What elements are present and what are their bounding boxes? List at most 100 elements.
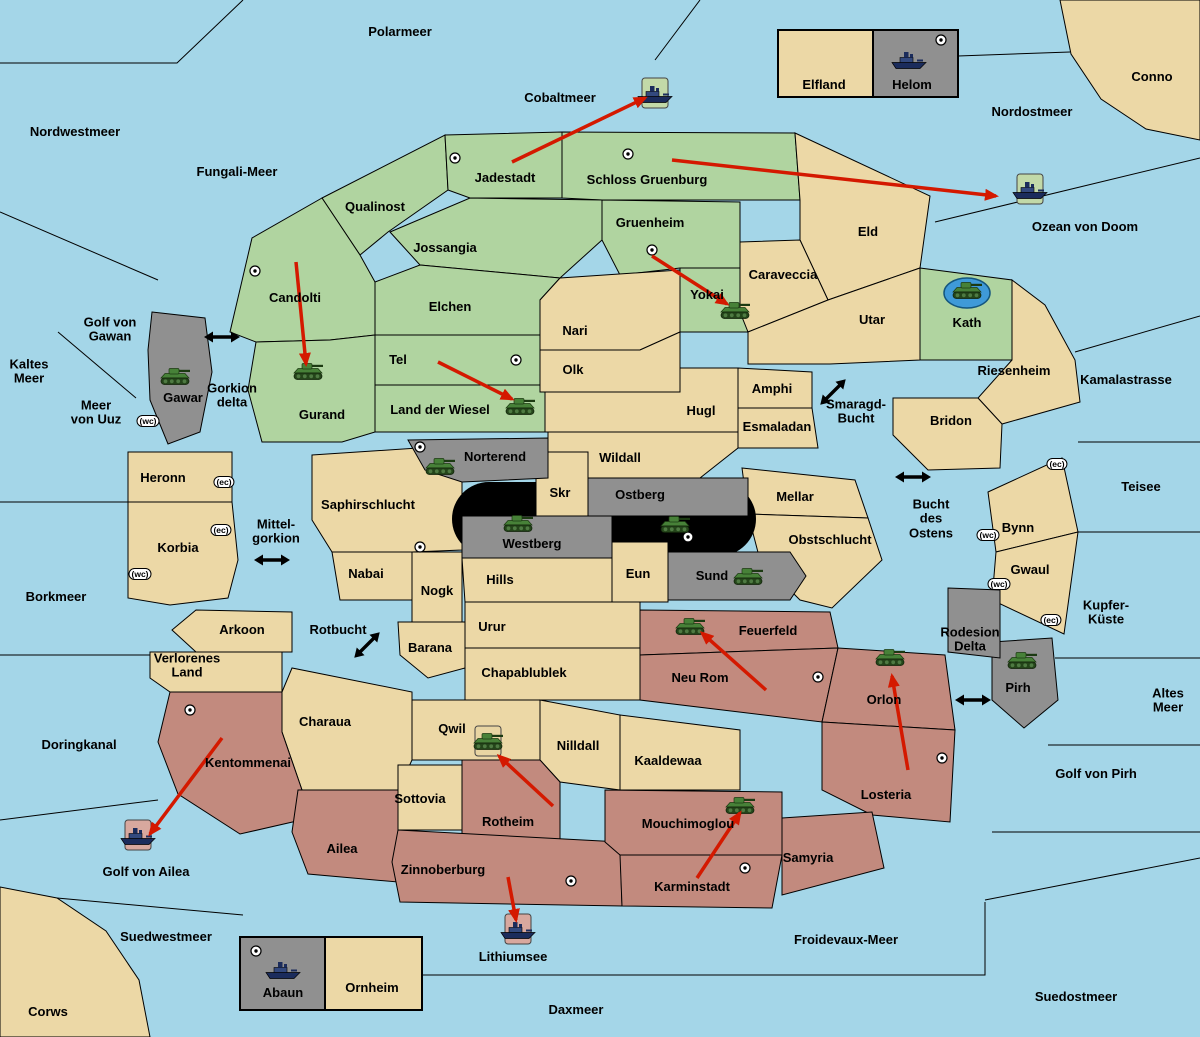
territory-amphi[interactable] (737, 367, 813, 409)
territory-jadestadt[interactable] (444, 131, 563, 199)
town-marker-abaun (250, 945, 262, 957)
territory-utar[interactable] (747, 267, 921, 365)
move-arrow-neu-rom-to-feuerfeld (699, 631, 768, 692)
territory-urur[interactable] (464, 601, 641, 649)
tank-unit-ostberg[interactable] (660, 516, 690, 533)
territory-sottovia[interactable] (397, 764, 463, 831)
sea-border-line (422, 902, 986, 976)
territory-nabai[interactable] (331, 551, 413, 601)
territory-rotheim[interactable] (461, 759, 561, 846)
move-arrow-tel-to-land-der-wiesel (437, 360, 515, 401)
town-marker-sund (682, 531, 694, 543)
territory-nilldall[interactable] (539, 699, 621, 791)
tank-unit-sund[interactable] (733, 568, 763, 585)
town-marker-helom (935, 34, 947, 46)
territory-ostberg[interactable] (587, 477, 749, 517)
ship-unit-lithiumsee[interactable] (500, 913, 536, 945)
territory-nari[interactable] (539, 269, 681, 351)
tank-unit-kath[interactable] (943, 277, 991, 309)
territory-verlorenes-land[interactable] (149, 651, 283, 693)
territory-gurand[interactable] (247, 334, 376, 443)
tank-unit-yokai[interactable] (720, 302, 750, 319)
move-arrow-karminstadt-to-mouchimoglou (695, 810, 742, 879)
territory-zinnoberburg[interactable] (391, 829, 623, 907)
territory-ailea[interactable] (291, 789, 399, 883)
town-marker-zinnoberburg (565, 875, 577, 887)
territory-hills[interactable] (461, 557, 613, 603)
tank-unit-mouchimoglou[interactable] (725, 797, 755, 814)
tank-unit-orlon[interactable] (875, 649, 905, 666)
ship-unit-golf-von-ailea[interactable] (120, 819, 156, 851)
territory-mellar[interactable] (741, 467, 869, 519)
strait-arrow-smaragd-bucht (820, 379, 846, 405)
territory-esmaladan[interactable] (737, 407, 819, 449)
territory-corws[interactable] (0, 886, 151, 1037)
town-marker-karminstadt (739, 862, 751, 874)
territory-conno[interactable] (1059, 0, 1200, 141)
ship-unit-helom[interactable] (891, 52, 927, 69)
territory-chapablublek[interactable] (464, 647, 641, 701)
territory-bridon[interactable] (892, 397, 1003, 471)
territory-heronn[interactable] (127, 451, 233, 503)
move-arrow-losteria-to-orlon (887, 673, 910, 771)
ship-unit-cobaltmeer[interactable] (637, 77, 673, 109)
tank-unit-gurand[interactable] (293, 363, 323, 380)
ship-unit-abaun[interactable] (265, 962, 301, 979)
ship-unit-ozean-von-doom[interactable] (1012, 173, 1048, 205)
town-marker-neu-rom (812, 671, 824, 683)
territory-olk[interactable] (539, 331, 681, 393)
tank-unit-gawar[interactable] (160, 368, 190, 385)
tank-unit-pirh[interactable] (1007, 652, 1037, 669)
territory-samyria[interactable] (781, 811, 885, 896)
sea-border-line (0, 211, 159, 281)
town-marker-gruenheim (646, 244, 658, 256)
town-marker-norterend (414, 441, 426, 453)
town-marker-jadestadt (449, 152, 461, 164)
town-marker-kentommenai (184, 704, 196, 716)
move-arrow-candolti-to-gurand (294, 261, 311, 367)
territory-rodesion-delta[interactable] (947, 587, 1001, 659)
territory-losteria[interactable] (821, 721, 956, 823)
territory-westberg[interactable] (461, 515, 613, 559)
tank-unit-norterend[interactable] (425, 458, 455, 475)
territory-mouchimoglou[interactable] (604, 789, 783, 856)
territory-charaua[interactable] (281, 667, 413, 791)
territory-yokai[interactable] (679, 267, 749, 333)
territory-pirh[interactable] (991, 637, 1059, 729)
tank-unit-land-der-wiesel[interactable] (505, 398, 535, 415)
strait-arrow-mittel-gorkion (254, 554, 290, 566)
territory-karminstadt[interactable] (619, 854, 783, 909)
tank-unit-qwil[interactable] (473, 725, 503, 757)
territory-ornheim[interactable] (324, 936, 423, 1011)
territory-korbia[interactable] (127, 501, 239, 606)
tank-unit-westberg[interactable] (503, 515, 533, 532)
move-arrow-kentommenai-to-golf-von-ailea (148, 736, 224, 837)
town-marker-saphirschlucht (414, 541, 426, 553)
territory-feuerfeld[interactable] (639, 609, 839, 656)
strait-arrow-rotbucht (354, 632, 380, 658)
town-marker-schloss-gruenburg (622, 148, 634, 160)
strait-arrow-bucht-des-ostens (895, 471, 931, 483)
territory-elfland[interactable] (777, 29, 874, 98)
tank-unit-feuerfeld[interactable] (675, 618, 705, 635)
territory-gruenheim[interactable] (601, 199, 741, 276)
territory-neu-rom[interactable] (639, 647, 839, 723)
territory-arkoon[interactable] (171, 609, 293, 653)
territory-schloss-gruenburg[interactable] (561, 131, 801, 201)
territory-elchen[interactable] (374, 264, 562, 336)
sea-border-line (56, 897, 244, 916)
territory-nogk[interactable] (411, 551, 463, 623)
sea-border-line (957, 51, 1071, 57)
move-arrow-zinnoberburg-to-lithiumsee (506, 876, 520, 923)
sea-border-line (1074, 315, 1200, 353)
sea-border-line (654, 0, 701, 61)
move-arrow-gruenheim-to-yokai (651, 254, 730, 306)
territory-barana[interactable] (397, 621, 466, 679)
strait-arrow-gorkion-delta (204, 331, 240, 343)
move-arrow-jadestadt-to-cobaltmeer (511, 96, 648, 164)
territory-kaaldewaa[interactable] (619, 714, 741, 791)
territory-eun[interactable] (611, 541, 669, 603)
territory-riesenheim[interactable] (977, 278, 1081, 425)
